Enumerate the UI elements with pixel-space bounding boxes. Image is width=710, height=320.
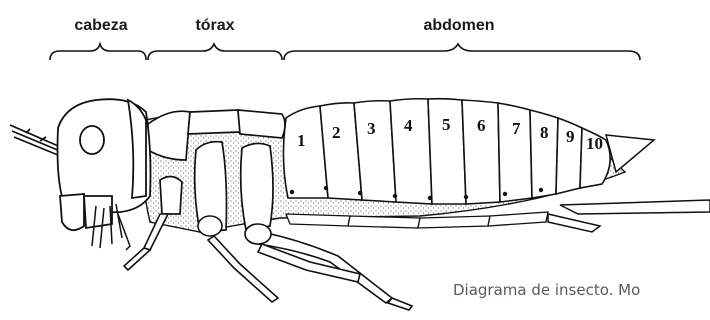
segment-number: 9 [566,127,575,146]
diagram-caption: Diagrama de insecto. Mo [453,281,710,299]
segment-number: 10 [586,134,603,153]
segment-number: 3 [367,119,376,138]
compound-eye [80,126,104,154]
head-brace [50,44,146,60]
segment-number: 8 [540,123,549,142]
abdomen-brace [284,44,640,60]
segment-number: 1 [297,131,306,150]
thorax-brace [148,44,282,60]
segment-number: 6 [477,116,486,135]
segment-number: 5 [442,115,451,134]
segment-number: 7 [512,119,521,138]
segment-number: 2 [332,123,341,142]
fore-leg [124,214,168,270]
segment-number: 4 [404,116,413,135]
